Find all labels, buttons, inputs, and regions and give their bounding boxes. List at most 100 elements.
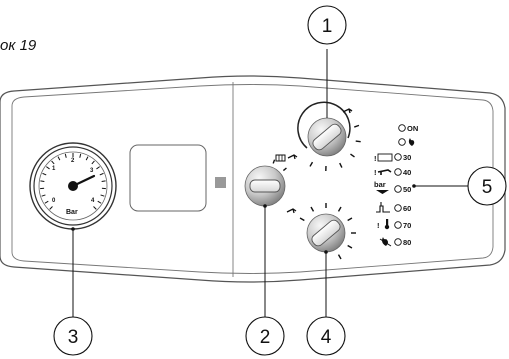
indicator-row: 80 [379, 237, 411, 247]
indicator-row [398, 138, 415, 146]
gauge-ticks [40, 153, 106, 210]
tick-mark [42, 172, 47, 176]
pressure-gauge: 0 1 2 3 4 Bar [29, 142, 117, 230]
gauge-unit: Bar [66, 209, 78, 216]
status-square [215, 177, 226, 188]
callout-number: 5 [482, 177, 493, 198]
thermometer-bulb [384, 224, 390, 230]
tick-mark [46, 166, 50, 170]
indicator-label: ON [407, 124, 418, 133]
tick-mark [347, 217, 353, 222]
tick-mark [99, 172, 104, 176]
tick-mark [299, 217, 305, 222]
tick-mark [41, 194, 46, 197]
radiator-icon [275, 154, 286, 162]
display-window [129, 144, 207, 212]
led-circle [398, 124, 406, 132]
tap-icon [377, 169, 392, 175]
tick-mark [272, 159, 276, 164]
no-flame-slash [379, 238, 392, 247]
tick-mark [354, 124, 360, 128]
figure-caption: ок 19 [0, 37, 37, 54]
callout-leader-dot [324, 250, 328, 254]
tick-mark [100, 194, 105, 197]
callout-number: 1 [322, 16, 333, 37]
tap-icon [286, 208, 297, 214]
gauge-hub [68, 181, 78, 191]
knob-water-temperature[interactable] [299, 203, 356, 260]
indicator-row: ! 40 [374, 168, 411, 177]
tick-mark [347, 244, 353, 249]
tap-icon [287, 154, 298, 160]
tick-mark [350, 153, 355, 158]
tap-icon [342, 108, 353, 114]
callout-leader-dot [263, 204, 267, 208]
gauge-label-3: 3 [90, 168, 94, 174]
callout-3: 3 [53, 316, 93, 356]
tick-mark [64, 153, 67, 158]
arrow-down-icon [376, 190, 389, 194]
tick-mark [101, 180, 106, 182]
indicator-row: ON [398, 124, 418, 133]
led-circle [394, 185, 402, 193]
indicator-label: 50 [403, 185, 411, 194]
gauge-label-4: 4 [91, 198, 95, 204]
tick-mark [51, 160, 55, 165]
tick-mark [44, 200, 49, 204]
led-circle [398, 138, 406, 146]
knob-mode-selector[interactable] [244, 154, 298, 214]
tick-mark [79, 153, 82, 158]
gauge-label-2: 2 [71, 158, 75, 164]
panel-outline [0, 75, 506, 283]
callout-2: 2 [245, 316, 285, 356]
chimney-icon [376, 202, 390, 213]
callout-number: 4 [321, 327, 332, 348]
tick-mark [310, 206, 315, 212]
tick-mark [309, 161, 314, 167]
knob2-ticks [272, 159, 287, 172]
tick-mark [97, 200, 102, 204]
callout-leader-dot [71, 227, 75, 231]
led-circle [394, 153, 402, 161]
indicator-label: 30 [403, 153, 411, 162]
led-circle [394, 221, 402, 229]
radiator-icon [377, 153, 393, 162]
tick-mark [85, 156, 89, 161]
led-circle [394, 238, 402, 246]
tap-warning-icon: ! [374, 168, 377, 177]
led-circle [394, 204, 402, 212]
callout-number: 3 [68, 327, 79, 348]
tick-mark [91, 160, 95, 165]
panel-inner-outline [11, 84, 494, 274]
indicator-row: ! 70 [377, 219, 411, 230]
tick-mark [96, 166, 100, 170]
gauge-label-1: 1 [52, 166, 56, 172]
tick-mark [93, 206, 97, 210]
indicator-list: ON ! 30 ! 40 bar 50 [374, 124, 418, 247]
tick-mark [49, 206, 53, 210]
led-circle [394, 168, 402, 176]
tick-mark [339, 162, 343, 168]
indicator-row: ! 30 [374, 153, 411, 163]
tick-mark [337, 254, 342, 260]
tick-mark [57, 156, 61, 161]
callout-number: 2 [260, 327, 271, 348]
knob1-ticks [309, 124, 361, 172]
callout-1: 1 [307, 5, 347, 45]
no-flame-icon [382, 237, 388, 246]
callout-4: 4 [306, 316, 346, 356]
indicator-row: 60 [376, 202, 411, 213]
tick-mark [355, 140, 361, 143]
indicator-row: bar 50 [374, 180, 411, 194]
pressure-bar-icon: bar [374, 180, 386, 189]
callout-leader-dot [412, 184, 416, 188]
tick-mark [40, 180, 45, 182]
indicator-label: 80 [403, 238, 411, 247]
knob-heating-temperature[interactable] [297, 101, 361, 172]
flame-icon [408, 138, 415, 146]
indicator-label: 60 [403, 204, 411, 213]
thermometer-icon [386, 219, 389, 226]
gauge-label-0: 0 [52, 198, 56, 204]
knob4-ticks [299, 203, 356, 260]
